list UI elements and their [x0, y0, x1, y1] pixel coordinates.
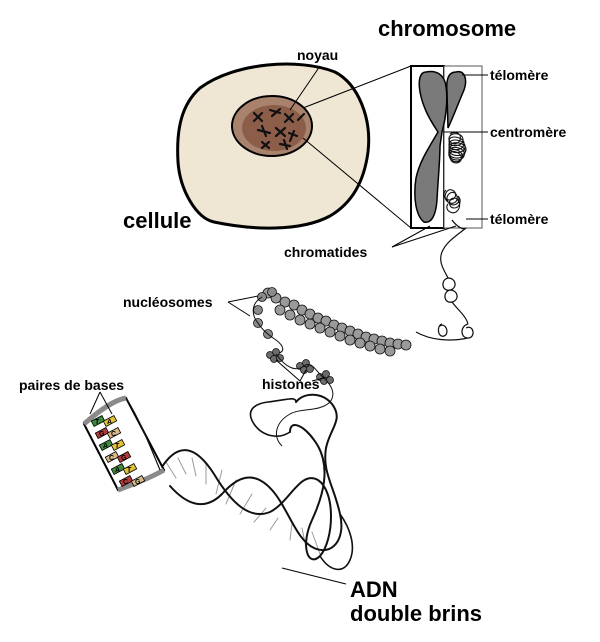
label-nucleosomes: nucléosomes — [123, 294, 213, 310]
ladder-backbone-strand-1 — [82, 395, 127, 426]
base-letter: T — [95, 419, 100, 426]
label-telomere-bottom: télomère — [490, 211, 549, 227]
chromatides-leader-2 — [391, 225, 457, 248]
base-letter: C — [109, 455, 114, 462]
linker-dna-loop — [252, 296, 284, 355]
base-letter: G — [121, 455, 127, 462]
zoom-line-bottom — [302, 137, 412, 229]
coiled-chromatin — [443, 131, 467, 214]
base-pair-ladder: T A G C A T C G A T C G — [82, 395, 166, 493]
chromatid-right — [446, 70, 467, 129]
chromatides-leader-1 — [391, 225, 431, 248]
base-letter: A — [107, 419, 112, 426]
base-letter: A — [115, 467, 120, 474]
paires-leader-2 — [99, 391, 113, 415]
chromosome-panel — [410, 65, 483, 230]
nucleosome-band — [262, 287, 412, 357]
histones-leader-2 — [299, 369, 307, 382]
adn-leader — [281, 567, 347, 585]
histone-dna-thread — [275, 353, 334, 447]
label-noyau: noyau — [297, 47, 338, 63]
base-letter: C — [123, 479, 128, 486]
ladder-to-helix — [125, 397, 161, 471]
base-letter: G — [99, 431, 105, 438]
label-double-brins: double brins — [350, 601, 482, 626]
histones-leader-3 — [311, 377, 325, 382]
nucleus-chromosomes — [252, 107, 306, 151]
label-histones: histones — [262, 376, 320, 392]
dna-strand-tail — [319, 513, 354, 571]
base-letter: G — [135, 479, 141, 486]
label-chromosome: chromosome — [378, 16, 516, 41]
base-letter: A — [103, 443, 108, 450]
label-telomere-top: télomère — [490, 67, 549, 83]
label-adn: ADN — [350, 577, 398, 602]
base-letter: C — [111, 431, 116, 438]
label-paires-de-bases: paires de bases — [19, 377, 124, 393]
label-chromatides: chromatides — [284, 244, 367, 260]
zoom-line-top — [302, 65, 412, 109]
nucleosomes-leader-1 — [227, 295, 259, 303]
base-letter: T — [115, 443, 120, 450]
nucleosomes-leader-2 — [227, 301, 251, 317]
label-cellule: cellule — [123, 208, 191, 233]
dna-strand-1 — [159, 424, 332, 561]
dna-strand-3 — [249, 398, 297, 437]
paires-leader-1 — [89, 391, 101, 415]
label-centromere: centromère — [490, 124, 566, 140]
noyau-leader — [289, 65, 321, 111]
dna-helix — [159, 393, 354, 571]
base-letter: T — [127, 467, 132, 474]
solenoid-fiber — [415, 227, 474, 341]
histones-leader-1 — [275, 359, 301, 382]
dna-strand-2 — [169, 393, 343, 551]
cell — [176, 62, 371, 230]
